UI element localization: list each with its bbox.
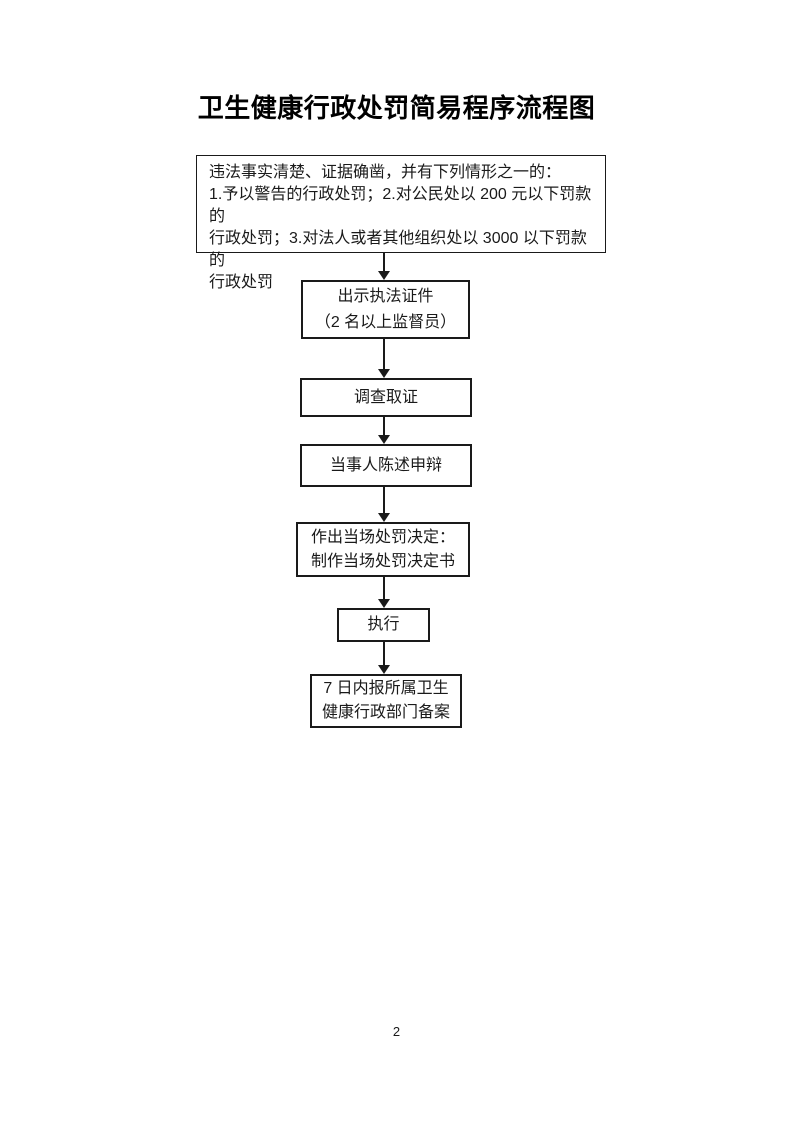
arrow-shaft	[383, 339, 385, 369]
arrow-head-icon	[378, 513, 390, 522]
arrow-shaft	[383, 577, 385, 599]
node-text-line: （2 名以上监督员）	[314, 313, 457, 331]
arrow-head-icon	[378, 665, 390, 674]
page-number: 2	[392, 1024, 401, 1039]
flow-arrow-down	[378, 253, 390, 280]
flow-arrow-down	[378, 417, 390, 444]
node-text-line: 行政处罚	[209, 274, 274, 291]
arrow-head-icon	[378, 435, 390, 444]
flow-arrow-down	[378, 642, 390, 674]
flow-node-investigate: 调查取证	[300, 378, 472, 417]
node-text-line: 出示执法证件	[337, 287, 434, 305]
page-title: 卫生健康行政处罚简易程序流程图	[197, 94, 596, 123]
node-text-line: 制作当场处罚决定书	[310, 552, 455, 570]
arrow-shaft	[383, 487, 385, 513]
arrow-shaft	[383, 642, 385, 665]
arrow-head-icon	[378, 369, 390, 378]
node-text-line: 执行	[367, 616, 400, 633]
node-text-line: 违法事实清楚、证据确凿，并有下列情形之一的：	[209, 164, 562, 181]
flow-node-filing: 7 日内报所属卫生 健康行政部门备案	[310, 674, 462, 728]
flow-node-statement-defense: 当事人陈述申辩	[300, 444, 472, 487]
node-text-line: 调查取证	[353, 388, 418, 406]
flow-arrow-down	[378, 577, 390, 608]
arrow-shaft	[383, 253, 385, 271]
node-text-line: 1.予以警告的行政处罚；2.对公民处以 200 元以下罚款的	[209, 186, 592, 225]
flow-node-onsite-decision: 作出当场处罚决定： 制作当场处罚决定书	[296, 522, 470, 577]
arrow-shaft	[383, 417, 385, 435]
node-text-line: 健康行政部门备案	[321, 704, 450, 721]
flow-node-conditions: 违法事实清楚、证据确凿，并有下列情形之一的： 1.予以警告的行政处罚；2.对公民…	[196, 155, 606, 291]
flow-arrow-down	[378, 339, 390, 378]
arrow-head-icon	[378, 271, 390, 280]
node-text-line: 7 日内报所属卫生	[323, 680, 449, 697]
arrow-head-icon	[378, 599, 390, 608]
flow-node-execute: 执行	[337, 608, 430, 642]
flow-arrow-down	[378, 487, 390, 522]
node-text-line: 作出当场处罚决定：	[310, 528, 455, 546]
flow-node-show-credentials: 出示执法证件 （2 名以上监督员）	[301, 280, 470, 339]
node-text-line: 当事人陈述申辩	[329, 456, 442, 474]
node-text-line: 行政处罚；3.对法人或者其他组织处以 3000 以下罚款的	[209, 230, 587, 269]
